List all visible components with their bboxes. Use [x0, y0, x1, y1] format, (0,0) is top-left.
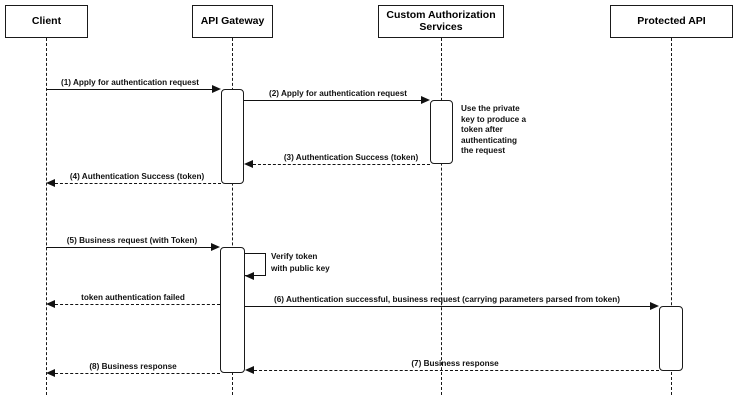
message-label-8: (8) Business response — [89, 362, 177, 371]
message-line-token-auth-failed — [55, 304, 220, 305]
participant-label-custom-auth-line1: Custom Authorization — [386, 9, 496, 21]
lifeline-custom-auth — [441, 38, 442, 395]
self-message-label-line1: Verify token — [271, 252, 318, 261]
participant-label-protected-api: Protected API — [637, 14, 706, 27]
activation-protected-api[interactable] — [659, 306, 683, 371]
message-arrowhead-3 — [244, 159, 253, 168]
message-arrowhead-8 — [46, 368, 55, 377]
message-arrowhead-7 — [245, 365, 254, 374]
message-arrowhead-4 — [46, 178, 55, 187]
self-message-arrowhead-verify-token — [245, 271, 254, 280]
participant-label-custom-auth-line2: Services — [419, 20, 463, 33]
message-label-token-auth-failed: token authentication failed — [81, 293, 185, 302]
message-label-7: (7) Business response — [411, 359, 499, 368]
message-line-6 — [245, 306, 650, 307]
message-line-1 — [46, 89, 212, 90]
message-label-2: (2) Apply for authentication request — [269, 89, 407, 98]
participant-box-client[interactable]: Client — [5, 5, 88, 38]
message-arrowhead-6 — [650, 301, 659, 310]
self-message-loop-verify-token — [245, 253, 266, 276]
message-line-2 — [244, 100, 421, 101]
self-message-label-line2: with public key — [271, 264, 330, 273]
message-arrowhead-2 — [421, 95, 430, 104]
message-line-5 — [46, 247, 211, 248]
participant-box-api-gateway[interactable]: API Gateway — [192, 5, 273, 38]
participant-box-protected-api[interactable]: Protected API — [610, 5, 733, 38]
participant-box-custom-auth[interactable]: Custom Authorization Services — [378, 5, 504, 38]
message-label-3: (3) Authentication Success (token) — [283, 153, 419, 162]
activation-api-gateway-auth[interactable] — [221, 89, 244, 184]
message-label-4: (4) Authentication Success (token) — [69, 172, 205, 181]
lifeline-client — [46, 38, 47, 395]
message-arrowhead-token-auth-failed — [46, 299, 55, 308]
message-arrowhead-1 — [212, 84, 221, 93]
note-custom-auth-private-key: Use the private key to produce a token a… — [461, 104, 527, 155]
message-line-4 — [55, 183, 221, 184]
message-label-6: (6) Authentication successful, business … — [274, 295, 620, 304]
participant-label-api-gateway: API Gateway — [200, 14, 265, 27]
message-line-8 — [55, 373, 220, 374]
lifeline-api-gateway — [232, 38, 233, 395]
activation-custom-auth[interactable] — [430, 100, 453, 164]
message-line-7 — [254, 370, 659, 371]
message-label-1: (1) Apply for authentication request — [61, 78, 199, 87]
message-arrowhead-5 — [211, 242, 220, 251]
message-label-5: (5) Business request (with Token) — [66, 236, 198, 245]
message-line-3 — [253, 164, 430, 165]
activation-api-gateway-business[interactable] — [220, 247, 245, 373]
lifeline-protected-api — [671, 38, 672, 395]
participant-label-client: Client — [31, 14, 62, 27]
